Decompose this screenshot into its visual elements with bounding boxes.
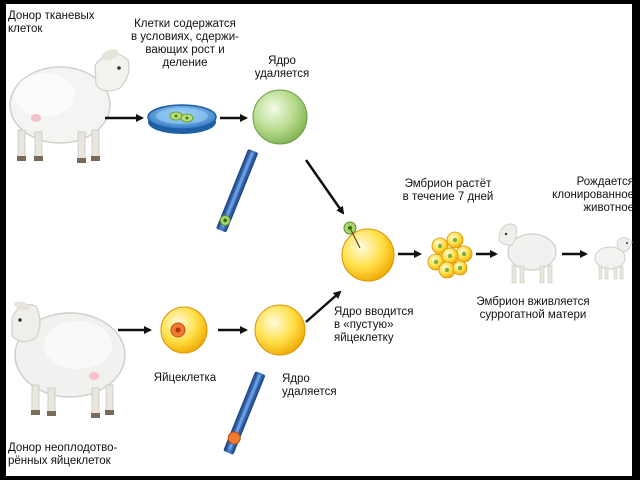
egg-cell-icon — [160, 306, 208, 354]
label-embryo-implanted: Эмбрион вживляется суррогатной матери — [476, 296, 590, 321]
label-egg-cell: Яйцеклетка — [153, 372, 217, 384]
arrow-enucleated-to-center — [305, 290, 342, 323]
petri-dish-icon — [147, 104, 217, 134]
label-nucleus-removed-bottom: Ядро удаляется — [282, 373, 337, 398]
pipette-bottom-icon — [223, 371, 265, 455]
egg-donor-sheep-icon — [11, 301, 126, 418]
label-embryo-grows: Эмбрион растёт в течение 7 дней — [402, 178, 494, 203]
label-nucleus-inserted: Ядро вводится в «пустую» яйцеклетку — [334, 306, 414, 344]
embryo-icon — [427, 231, 473, 279]
reconstructed-egg-icon — [341, 221, 395, 282]
label-cells-conditions: Клетки содержатся в условиях, сдержи- ва… — [130, 18, 239, 69]
enucleated-egg-icon — [254, 304, 306, 356]
label-egg-donor: Донор неоплодотво- рённых яйцеклеток — [8, 442, 118, 467]
pipette-top-icon — [216, 149, 258, 233]
tissue-donor-sheep-icon — [9, 49, 130, 163]
cloned-lamb-icon — [594, 237, 633, 280]
label-tissue-donor: Донор тканевых клеток — [8, 10, 95, 35]
label-nucleus-removed-top: Ядро удаляется — [254, 55, 310, 80]
somatic-cell-icon — [252, 89, 308, 145]
label-cloned-born: Рождается клонированное животное — [552, 176, 634, 214]
arrow-nucleus-to-egg — [304, 159, 345, 215]
surrogate-sheep-icon — [498, 223, 557, 284]
